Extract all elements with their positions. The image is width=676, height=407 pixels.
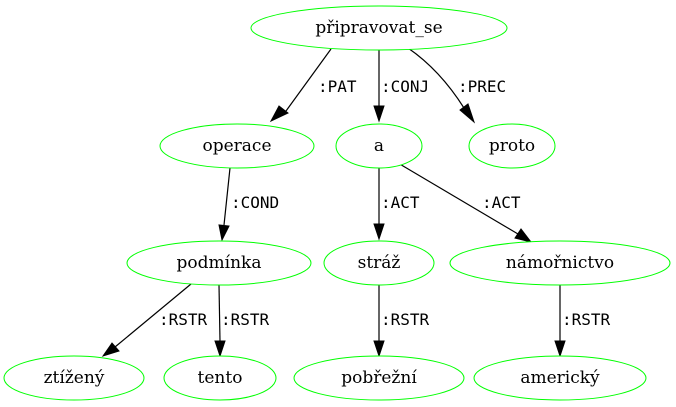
edge-prec: :PREC: [407, 47, 506, 124]
node-label-pripravovat-se: připravovat_se: [315, 18, 442, 38]
arrow-head: [373, 105, 385, 123]
edge-label-rstr-ztizeny: :RSTR: [159, 310, 208, 329]
edge-rstr-pobrezni: :RSTR: [373, 285, 430, 358]
node-operace: operace: [159, 123, 315, 169]
node-pobrezni: pobřežní: [293, 355, 465, 401]
node-ztizeny: ztížený: [3, 355, 145, 401]
node-label-ztizeny: ztížený: [44, 368, 105, 388]
edge-label-act-straz: :ACT: [381, 193, 420, 212]
arrow-head: [373, 223, 385, 241]
node-namornictvo: námořnictvo: [449, 240, 671, 286]
node-straz: stráž: [323, 240, 435, 286]
edge-label-pat: :PAT: [318, 77, 357, 96]
edge-label-conj: :CONJ: [381, 77, 429, 96]
node-label-americky: americký: [520, 368, 600, 388]
node-podminka: podmínka: [126, 240, 312, 286]
edge-rstr-americky: :RSTR: [554, 285, 611, 358]
node-proto: proto: [468, 123, 556, 169]
node-label-operace: operace: [202, 136, 271, 156]
arrow-head: [214, 340, 226, 358]
edge-label-act-namornictvo: :ACT: [482, 193, 521, 212]
edge-label-rstr-tento: :RSTR: [221, 310, 270, 329]
arrow-head: [554, 340, 566, 358]
node-pripravovat-se: připravovat_se: [250, 5, 508, 51]
edge-label-rstr-americky: :RSTR: [562, 310, 611, 329]
edge-rstr-tento: :RSTR: [214, 284, 270, 358]
node-label-a: a: [374, 136, 384, 156]
arrow-head: [514, 228, 533, 243]
edge-label-cond: :COND: [231, 193, 279, 212]
edge-rstr-ztizeny: :RSTR: [101, 283, 208, 357]
arrow-head: [373, 340, 385, 358]
edge-act-straz: :ACT: [373, 168, 420, 241]
arrow-head: [459, 103, 476, 124]
arrow-head: [101, 342, 120, 357]
edge-pat: :PAT: [269, 48, 357, 123]
node-label-namornictvo: námořnictvo: [506, 253, 614, 273]
node-a: a: [335, 123, 423, 169]
arrow-head: [218, 224, 230, 242]
edge-label-rstr-pobrezni: :RSTR: [381, 310, 430, 329]
node-americky: americký: [473, 355, 647, 401]
node-label-straz: stráž: [358, 253, 401, 273]
edge-conj: :CONJ: [373, 50, 429, 123]
node-label-pobrezni: pobřežní: [341, 368, 417, 388]
edge-act-namornictvo: :ACT: [397, 162, 533, 243]
edge-cond: :COND: [218, 167, 279, 242]
node-label-tento: tento: [198, 368, 243, 388]
node-label-podminka: podmínka: [177, 253, 262, 273]
node-label-proto: proto: [489, 136, 535, 156]
edge-label-prec: :PREC: [458, 77, 506, 96]
node-tento: tento: [163, 355, 277, 401]
arrow-head: [269, 105, 289, 123]
